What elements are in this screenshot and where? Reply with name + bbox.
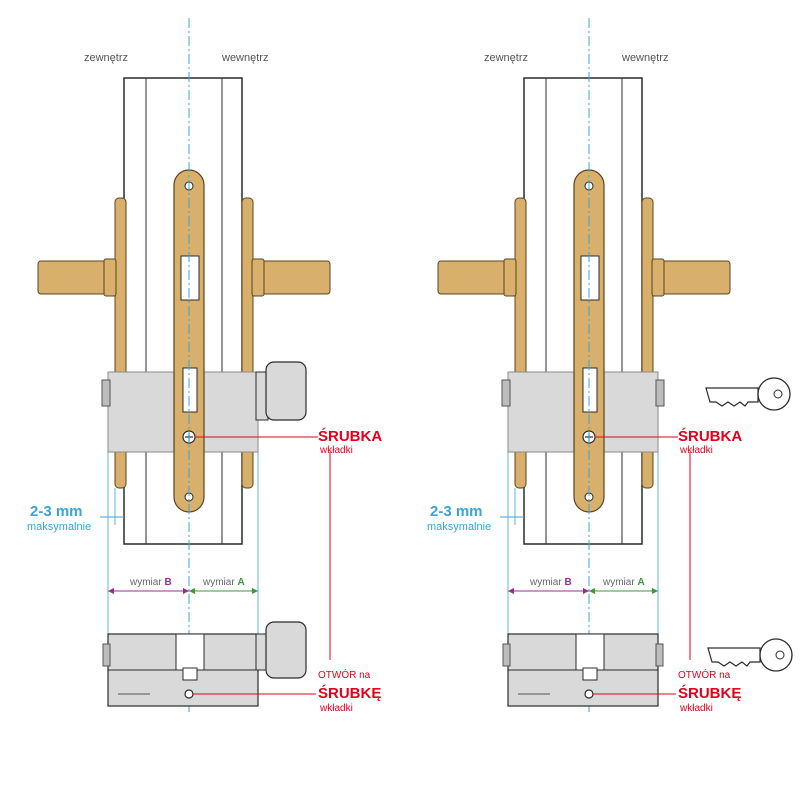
cylinder-profile — [502, 633, 664, 707]
label-outside: zewnętrz — [84, 52, 128, 64]
label-outside: zewnętrz — [484, 52, 528, 64]
inside-handle — [251, 258, 331, 297]
gap-value: 2-3 mm — [30, 503, 83, 520]
cylinder-screw-hole — [584, 689, 594, 699]
dim-b-label: wymiar B — [129, 577, 172, 588]
dim-a-label: wymiar A — [202, 577, 245, 588]
label-inside: wewnętrz — [621, 52, 668, 64]
cylinder-profile — [102, 621, 307, 707]
hole-title: ŚRUBKĘ — [678, 684, 741, 702]
latch-opening — [580, 255, 600, 301]
outside-handle — [437, 258, 517, 297]
hole-title: ŚRUBKĘ — [318, 684, 381, 702]
inside-handle — [651, 258, 731, 297]
hole-sub: wkładki — [679, 703, 713, 714]
key-icon — [705, 377, 791, 411]
outside-handle — [37, 258, 117, 297]
dim-a-label: wymiar A — [602, 577, 645, 588]
panel-key: zewnętrz wewnętrz 2-3 mm maksymalnie ŚRU… — [427, 18, 793, 714]
gap-value: 2-3 mm — [430, 503, 483, 520]
gap-note: maksymalnie — [27, 521, 91, 533]
screw-sub: wkładki — [679, 445, 713, 456]
hole-sub: wkładki — [319, 703, 353, 714]
key-icon — [707, 638, 793, 672]
hole-line1: OTWÓR na — [678, 668, 731, 681]
hole-line1: OTWÓR na — [318, 668, 371, 681]
gap-note: maksymalnie — [427, 521, 491, 533]
bolt-opening — [182, 367, 198, 413]
label-inside: wewnętrz — [221, 52, 268, 64]
thumb-turn-knob — [255, 361, 307, 421]
screw-title: ŚRUBKA — [318, 427, 382, 445]
screw-title: ŚRUBKA — [678, 427, 742, 445]
cylinder-end-left — [101, 379, 111, 407]
bolt-opening — [582, 367, 598, 413]
cylinder-screw-hole — [184, 689, 194, 699]
latch-opening — [180, 255, 200, 301]
panel-knob: zewnętrz wewnętrz 2-3 mm maksymalnie ŚRU… — [27, 18, 382, 714]
screw-sub: wkładki — [319, 445, 353, 456]
dim-b-label: wymiar B — [529, 577, 572, 588]
